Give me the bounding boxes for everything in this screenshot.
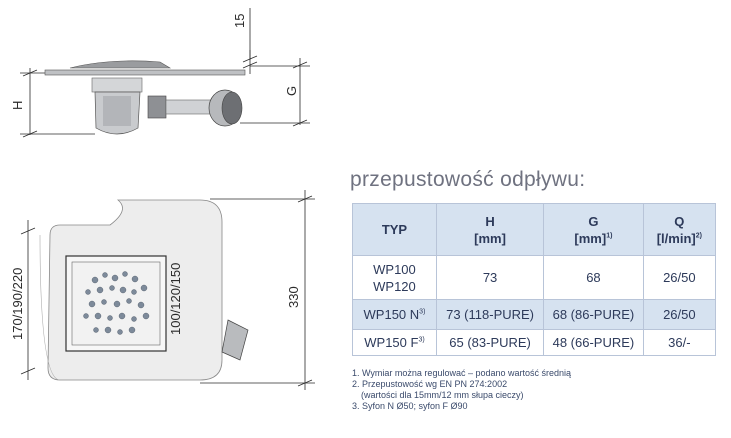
cell-typ: WP150 N3)	[352, 299, 437, 330]
cell-typ: WP150 F3)	[352, 329, 437, 356]
table-header-row: TYP H [mm] G [mm]1) Q [l/min]2)	[352, 203, 717, 256]
footnote-3: 3. Syfon N Ø50; syfon F Ø90	[352, 401, 468, 411]
dimension-330: 330	[286, 286, 301, 308]
cell-h: 73 (118-PURE)	[435, 299, 545, 330]
table-row: WP100 WP120 73 68 26/50	[352, 255, 717, 300]
cell-q: 36/-	[642, 329, 717, 356]
header-g: G [mm]1)	[543, 203, 644, 256]
drain-side-view-drawing: 15 G H	[10, 8, 310, 138]
header-typ: TYP	[352, 203, 437, 256]
dimension-170-190-220: 170/190/220	[10, 268, 25, 340]
cell-g: 68 (86-PURE)	[543, 299, 644, 330]
footnote-2-detail: (wartości dla 15mm/12 mm słupa cieczy)	[361, 390, 524, 400]
dimension-100-120-150: 100/120/150	[168, 263, 183, 335]
drain-top-view-drawing: 170/190/220 100/120/150 330	[10, 190, 315, 390]
footnote-2: 2. Przepustowość wg EN PN 274:2002	[352, 379, 508, 389]
cell-q: 26/50	[642, 299, 717, 330]
header-q: Q [l/min]2)	[642, 203, 717, 256]
cell-h: 73	[435, 255, 545, 300]
cell-g: 48 (66-PURE)	[543, 329, 644, 356]
table-row: WP150 N3) 73 (118-PURE) 68 (86-PURE) 26/…	[352, 299, 717, 330]
cell-typ: WP100 WP120	[352, 255, 437, 300]
footnotes: 1. Wymiar można regulować – podano warto…	[352, 368, 571, 412]
dimension-15: 15	[232, 14, 247, 28]
header-h: H [mm]	[435, 203, 545, 256]
footnote-1: 1. Wymiar można regulować – podano warto…	[352, 368, 572, 378]
dimension-g: G	[284, 86, 299, 96]
table-row: WP150 F3) 65 (83-PURE) 48 (66-PURE) 36/-	[352, 329, 717, 356]
cell-g: 68	[543, 255, 644, 300]
table-title: przepustowość odpływu:	[350, 168, 586, 191]
dimension-h: H	[10, 101, 25, 110]
flow-capacity-table: TYP H [mm] G [mm]1) Q [l/min]2) WP100 WP…	[352, 203, 717, 356]
cell-h: 65 (83-PURE)	[435, 329, 545, 356]
cell-q: 26/50	[642, 255, 717, 300]
